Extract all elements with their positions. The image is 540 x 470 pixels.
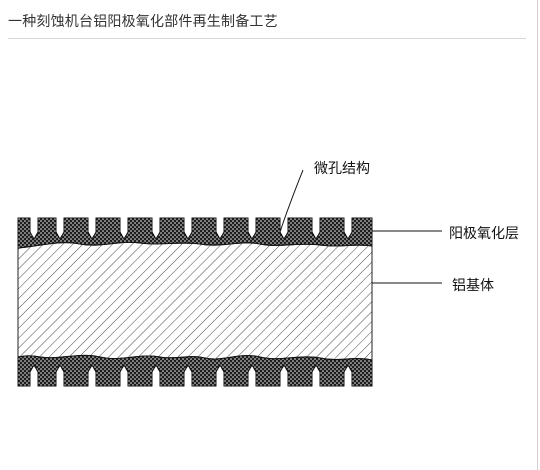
micropore-leader-line (279, 169, 304, 233)
window-right-edge (537, 0, 538, 470)
aluminum-substrate-region (17, 241, 373, 361)
anodic-oxide-layer-top (17, 217, 373, 249)
page-title: 一种刻蚀机台铝阳极氧化部件再生制备工艺 (8, 14, 278, 30)
anodic-oxide-layer-label: 阳极氧化层 (449, 226, 519, 242)
anodic-oxide-layer-bottom (17, 354, 373, 387)
micropore-structure-label: 微孔结构 (314, 161, 370, 177)
title-bar: 一种刻蚀机台铝阳极氧化部件再生制备工艺 (8, 10, 526, 39)
aluminum-substrate-label: 铝基体 (452, 278, 494, 294)
